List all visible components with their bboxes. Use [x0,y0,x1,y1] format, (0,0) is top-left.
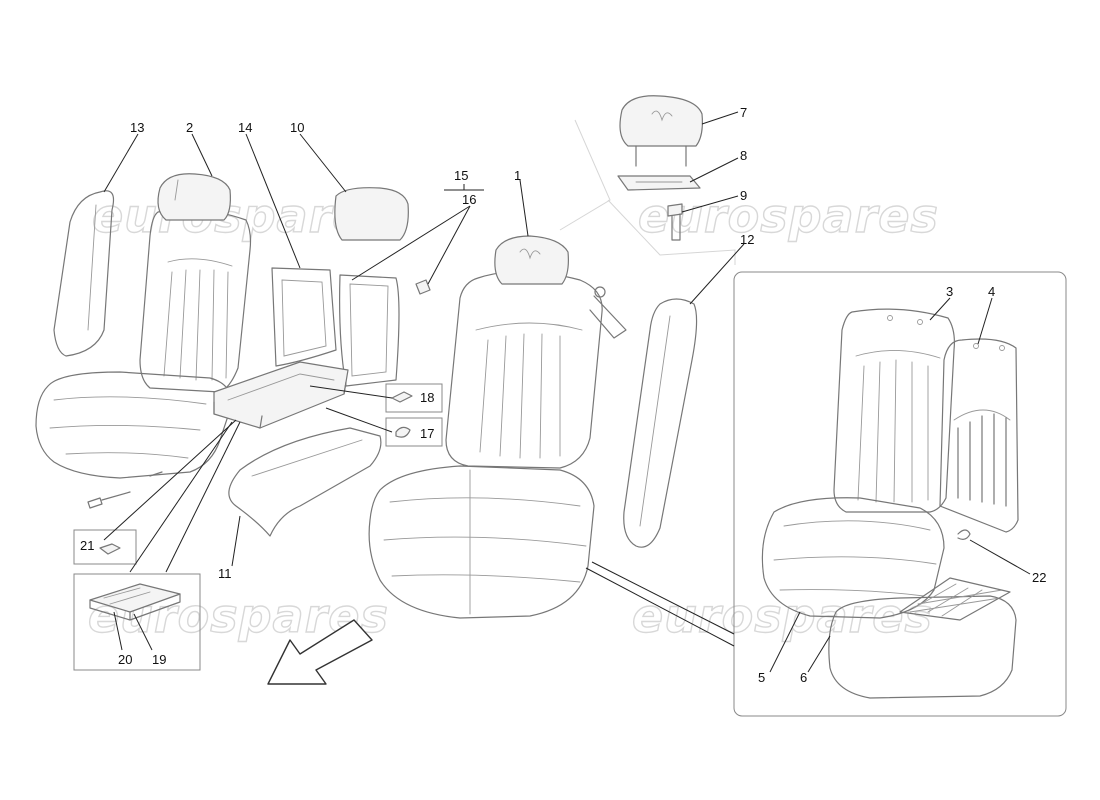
direction-arrow-icon [267,619,373,685]
background-guides [559,119,736,265]
detail-box [733,271,1067,717]
armrest-lid-14 [271,267,337,367]
seatbelt-bracket [589,286,627,339]
callout-17: 17 [420,426,434,441]
headrest-7 [619,95,703,167]
box-17 [385,417,443,447]
side-panel-13 [53,190,115,357]
callout-8: 8 [740,148,747,163]
callout-5: 5 [758,670,765,685]
callout-19: 19 [152,652,166,667]
callout-22: 22 [1032,570,1046,585]
clip-22 [957,529,971,540]
callout-7: 7 [740,105,747,120]
guide-sleeve-9 [667,203,683,241]
callout-11: 11 [218,566,232,581]
callout-14: 14 [238,120,252,135]
box-18 [385,383,443,413]
callout-1: 1 [514,168,521,183]
armrest-back-panel [339,274,400,387]
callout-20: 20 [118,652,132,667]
callout-13: 13 [130,120,144,135]
headrest-1 [494,235,569,285]
front-seat-backrest [445,270,603,469]
headrest-10 [334,187,409,241]
clip-16 [415,279,431,295]
headrest-2 [157,173,231,221]
armrest-tray-14 [213,361,349,429]
callout-labels: 13 2 14 10 15 16 1 7 8 9 12 18 17 21 11 … [80,105,1046,685]
callout-21: 21 [80,538,94,553]
callout-9: 9 [740,188,747,203]
cushion-base-6 [828,577,1017,699]
watermarks: eurospares eurospares eurospares eurospa… [87,188,939,643]
backrest-cover-3 [833,308,955,513]
callout-18: 18 [420,390,434,405]
backrest-frame-4 [939,338,1019,533]
watermark-bottom-right: eurospares [632,589,933,643]
bolts-21 [87,471,163,509]
cushion-11 [228,427,382,537]
box-19-20 [73,573,201,671]
callout-16: 16 [462,192,476,207]
callout-10: 10 [290,120,304,135]
watermark-bottom-left: eurospares [88,589,389,643]
watermark-top-right: eurospares [638,189,939,243]
callout-4: 4 [988,284,995,299]
trim-8 [617,175,701,191]
callout-3: 3 [946,284,953,299]
box-21 [73,529,137,565]
rear-seat-backrest [139,208,252,393]
callout-12: 12 [740,232,754,247]
leader-lines [103,111,1031,673]
front-seat-cushion [368,465,595,619]
rear-seat-cushion [35,371,233,479]
callout-15: 15 [454,168,468,183]
callout-6: 6 [800,670,807,685]
callout-2: 2 [186,120,193,135]
side-trim-12 [623,298,698,548]
